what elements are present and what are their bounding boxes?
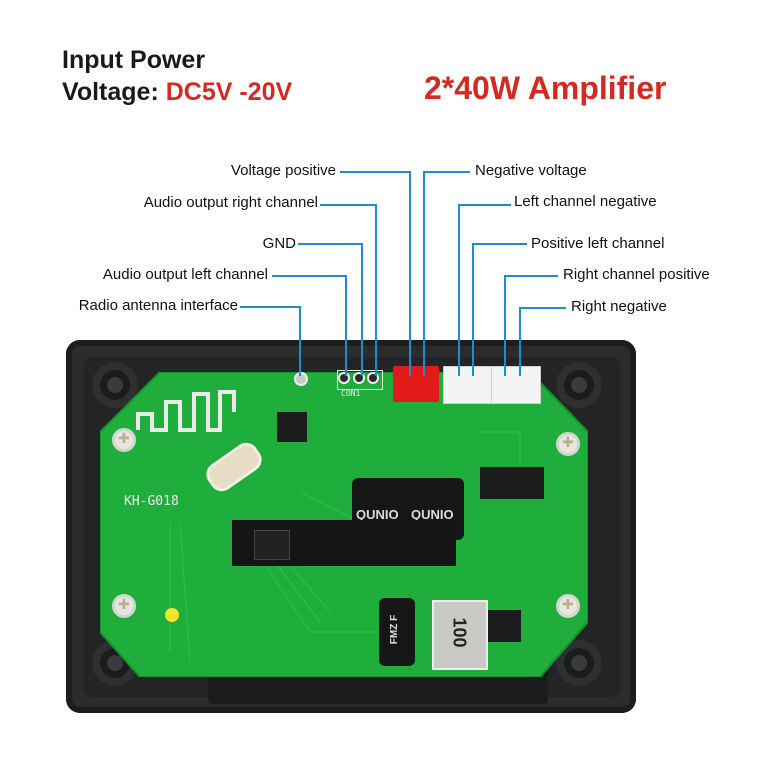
- line-right-positive: [504, 275, 558, 376]
- status-led: [165, 608, 179, 622]
- capacitor-brand-2: QUNIO: [411, 507, 454, 522]
- input-power-heading: Input Power: [62, 46, 206, 74]
- line-radio-antenna: [240, 306, 301, 376]
- regulator-ic: [487, 610, 521, 642]
- secondary-capacitor: [379, 598, 415, 666]
- label-radio-antenna: Radio antenna interface: [78, 297, 238, 314]
- ir-receiver: [254, 530, 290, 560]
- line-voltage-positive: [340, 171, 411, 376]
- amplifier-title: 2*40W Amplifier: [424, 70, 667, 106]
- bluetooth-chip: [277, 412, 307, 442]
- voltage-heading: Voltage: DC5V -20V: [62, 78, 292, 107]
- right-speaker-connector: [491, 366, 541, 404]
- screw-right-bottom: [556, 594, 580, 618]
- power-connector: [393, 366, 439, 402]
- line-right-negative: [519, 307, 566, 376]
- capacitor-brand: QUNIO: [356, 507, 399, 522]
- label-positive-left-channel: Positive left channel: [531, 235, 665, 252]
- label-right-channel-positive: Right channel positive: [563, 266, 710, 283]
- voltage-label: Voltage:: [62, 78, 159, 106]
- line-gnd: [298, 243, 363, 376]
- voltage-value: DC5V -20V: [165, 78, 293, 106]
- line-positive-left: [472, 243, 527, 376]
- label-voltage-positive: Voltage positive: [230, 162, 336, 179]
- line-audio-left: [272, 275, 347, 376]
- mount-boss-top-left: [92, 362, 138, 408]
- board-model-label: KH-G018: [124, 494, 179, 509]
- screw-right-top: [556, 432, 580, 456]
- amplifier-ic: [480, 467, 544, 499]
- left-speaker-connector: [443, 366, 493, 404]
- screw-left-bottom: [112, 594, 136, 618]
- mount-boss-top-right: [556, 362, 602, 408]
- label-gnd: GND: [262, 235, 296, 252]
- con1-label: CON1: [341, 389, 361, 398]
- con1-header: [337, 370, 383, 390]
- line-audio-right: [320, 204, 377, 376]
- screw-left-top: [112, 428, 136, 452]
- line-negative-voltage: [423, 171, 470, 376]
- label-audio-output-right: Audio output right channel: [143, 194, 318, 211]
- power-inductor: [432, 600, 488, 670]
- label-right-negative: Right negative: [571, 298, 667, 315]
- label-negative-voltage: Negative voltage: [475, 162, 587, 179]
- label-audio-output-left: Audio output left channel: [102, 266, 268, 283]
- label-left-channel-negative: Left channel negative: [514, 193, 657, 210]
- line-left-negative: [458, 204, 511, 376]
